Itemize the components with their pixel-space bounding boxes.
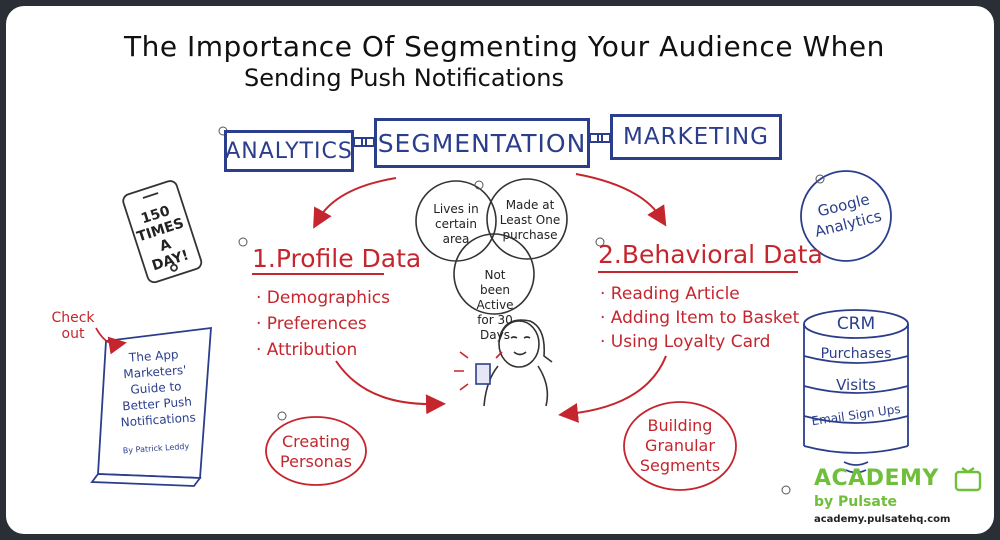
segmentation-label: SEGMENTATION [377,128,587,158]
arrow-behavioral-to-person [558,355,667,423]
profile-item: · Attribution [256,340,358,360]
behavioral-item: · Adding Item to Basket [600,308,800,328]
brand-by: by Pulsate [814,494,898,510]
arrow-profile-to-person [335,360,446,415]
academy-logo-text: ACADEMY [814,466,939,491]
page-title: The Importance Of Segmenting Your Audien… [124,30,885,63]
google-circle [800,170,892,262]
bubble-personas [265,416,367,486]
phone-sketch [122,180,203,284]
arrow-to-behavioral [575,173,667,227]
personas-bubble-text: Creating Personas [280,432,352,471]
behavioral-heading: 2.Behavioral Data [598,240,823,269]
behavioral-item: · Reading Article [600,284,740,304]
person-figure [454,319,553,407]
segments-bubble-text: Building Granular Segments [639,416,721,475]
tv-logo [954,467,982,492]
arrow-to-profile [313,177,397,229]
analytics-box: ANALYTICS [224,130,354,172]
bubble-segments [623,401,737,491]
page-subtitle: Sending Push Notifications [244,64,565,92]
database-row: Purchases [820,346,892,362]
database-row: CRM [836,314,876,334]
venn-label-inactive: Not been Active for 30 Days [476,268,514,342]
database-row: Visits [836,376,876,394]
behavioral-item: · Using Loyalty Card [600,332,771,352]
database-cylinder [803,309,909,474]
segmentation-box: SEGMENTATION [374,118,590,168]
profile-item: · Demographics [256,288,391,308]
analytics-label: ANALYTICS [225,138,353,164]
profile-heading: 1.Profile Data [252,244,422,273]
marketing-box: MARKETING [610,114,782,160]
venn-circles [415,178,568,315]
brand-url: academy.pulsatehq.com [814,514,951,525]
venn-label-area: Lives in certain area [433,202,479,246]
book-sketch [90,326,212,487]
profile-item: · Preferences [256,314,367,334]
book-title: The App Marketers' Guide to Better Push … [120,347,197,430]
arrow-check-out [95,327,127,355]
marketing-label: MARKETING [622,124,770,150]
drawing-layer [90,126,982,495]
check-out-callout: Check out [51,310,95,342]
whiteboard: The Importance Of Segmenting Your Audien… [6,6,994,534]
venn-label-purchase: Made at Least One purchase [499,198,561,242]
